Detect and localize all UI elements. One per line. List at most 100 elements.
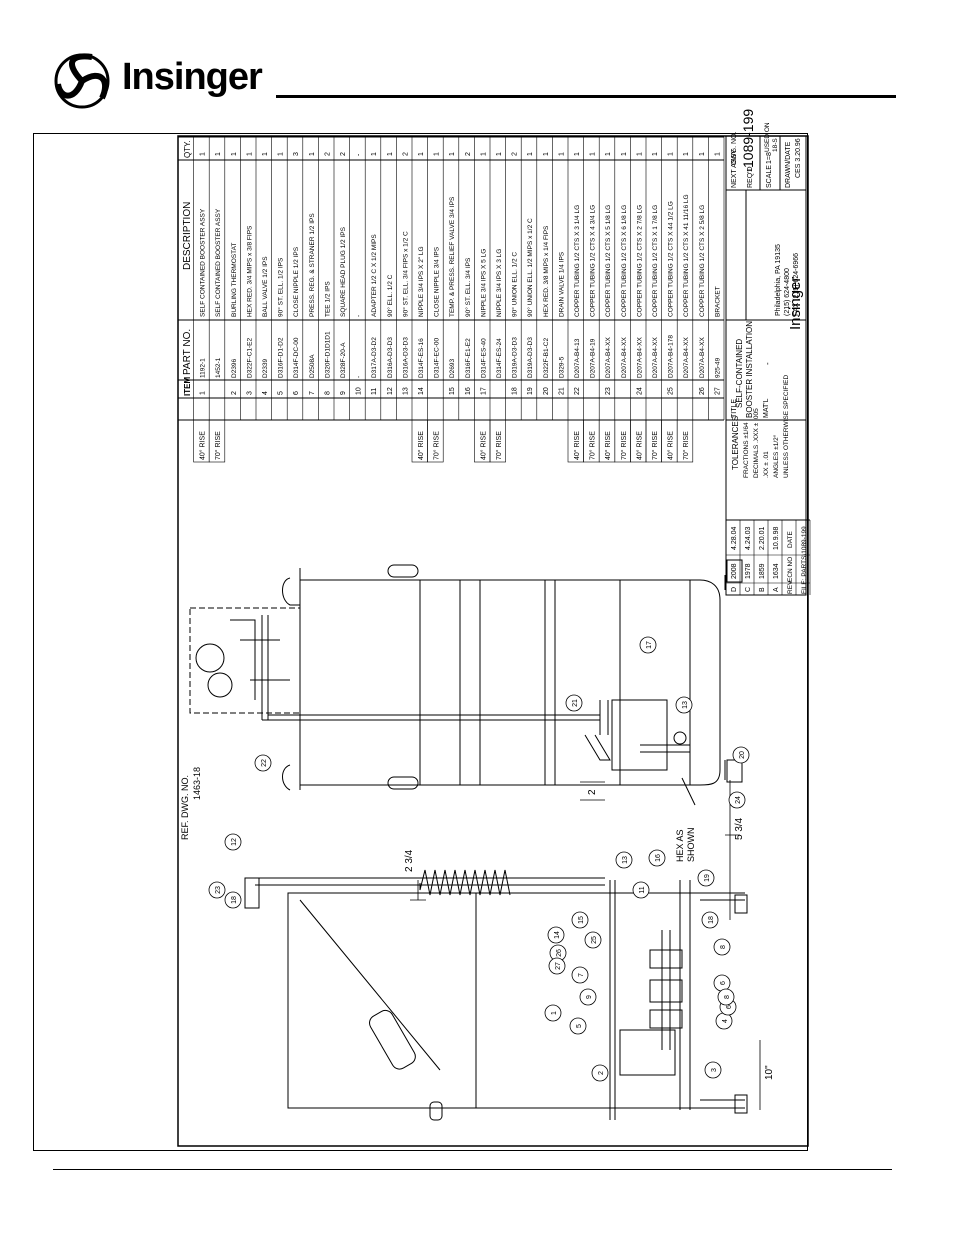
row-part-no: D314F-ES-24 bbox=[496, 338, 503, 378]
row-item: 21 bbox=[558, 387, 565, 395]
row-qty: 1 bbox=[668, 152, 675, 156]
row-description: NIPPLE 3/4 IPS X 3 LG bbox=[496, 249, 503, 317]
row-qty: 1 bbox=[200, 152, 207, 156]
dwg-no-label: DWG. NO. bbox=[731, 132, 738, 165]
row-part-no: D316F-D1-D2 bbox=[278, 337, 285, 378]
file-label: FILE: PARTS\1089-199 bbox=[801, 526, 808, 594]
row-description: DRAIN VALVE 1/4 IPS bbox=[558, 251, 565, 317]
reqd-value: 1 bbox=[747, 168, 754, 172]
row-part-no: D329-5 bbox=[558, 356, 565, 378]
rise-cell bbox=[676, 419, 694, 463]
row-part-no: D207A-B4-XX bbox=[605, 337, 612, 378]
callout-balloon bbox=[579, 988, 597, 1006]
row-part-no: D207A-B4-XX bbox=[636, 337, 643, 378]
col-header-description: DESCRIPTION bbox=[182, 202, 193, 270]
matl-value: - bbox=[763, 362, 772, 365]
row-qty: 1 bbox=[262, 152, 269, 156]
row-item: 25 bbox=[668, 387, 675, 395]
col-header-qty: QTY. bbox=[183, 140, 192, 158]
address-line: FAX (215) 624-6966 bbox=[793, 253, 800, 316]
callout-balloon bbox=[254, 754, 272, 772]
callout-number: 24 bbox=[735, 796, 742, 804]
row-item: 3 bbox=[246, 391, 253, 395]
row-qty: 1 bbox=[418, 152, 425, 156]
callout-number: 6 bbox=[726, 1005, 733, 1009]
row-qty: - bbox=[356, 153, 363, 156]
rise-label: 70° RISE bbox=[651, 431, 659, 460]
row-description: COPPER TUBING 1/2 CTS X 2 5/8 LG bbox=[699, 205, 706, 317]
callout-number: 17 bbox=[646, 641, 653, 649]
row-qty: 1 bbox=[574, 152, 581, 156]
address-line: Philadelphia, PA 19135 bbox=[775, 244, 782, 316]
footer-rule bbox=[53, 1169, 892, 1170]
row-part-no: D2396 bbox=[231, 358, 238, 378]
row-qty: 2 bbox=[340, 152, 347, 156]
callout-number: 23 bbox=[215, 886, 222, 894]
rev-ecn: 2008 bbox=[731, 563, 738, 579]
row-description: COPPER TUBING 1/2 CTS X 3 1/4 LG bbox=[574, 205, 581, 317]
rise-label: 40° RISE bbox=[635, 431, 643, 460]
callout-number: 22 bbox=[261, 759, 268, 767]
row-description: SQUARE HEAD PLUG 1/2 IPS bbox=[340, 226, 347, 317]
row-part-no: D316F-E1-E2 bbox=[465, 338, 472, 378]
callout-balloon bbox=[224, 833, 242, 851]
row-qty: 1 bbox=[449, 152, 456, 156]
row-part-no: D2339 bbox=[262, 358, 269, 378]
callout-number: 18 bbox=[231, 896, 238, 904]
row-qty: 1 bbox=[231, 152, 238, 156]
row-description: COPPER TUBING 1/2 CTS X 5 1/8 LG bbox=[605, 205, 612, 317]
callout-number: 9 bbox=[586, 995, 593, 999]
rise-label: 40° RISE bbox=[573, 431, 581, 460]
row-part-no: D317A-D3-D2 bbox=[371, 337, 378, 378]
callout-balloon bbox=[675, 696, 693, 714]
row-item: 13 bbox=[402, 387, 409, 395]
ref-dwg-label: REF. DWG. NO. bbox=[180, 775, 190, 840]
callout-balloon bbox=[208, 881, 226, 899]
row-part-no: D322F-C1-E2 bbox=[246, 338, 253, 378]
title-line-1: SELF-CONTAINED bbox=[735, 339, 744, 408]
dim-2-3-4: 2 3/4 bbox=[404, 849, 415, 872]
title-line-2: BOOSTER INSTALLATION bbox=[745, 321, 754, 418]
row-description: - bbox=[356, 315, 363, 317]
row-qty: 2 bbox=[402, 152, 409, 156]
dim-10: 10" bbox=[764, 1065, 775, 1080]
row-part-no: D320F-D1D1D1 bbox=[324, 331, 331, 378]
row-qty: 1 bbox=[527, 152, 534, 156]
row-qty: 1 bbox=[683, 152, 690, 156]
rise-cell bbox=[208, 419, 226, 463]
rev-ecn: 1634 bbox=[773, 563, 780, 579]
tolerance-line: UNLESS OTHERWISE SPECIFIED bbox=[783, 375, 790, 478]
used-on-value: 18-S bbox=[772, 138, 779, 152]
rev-ecn: 1978 bbox=[745, 563, 752, 579]
rise-label: 40° RISE bbox=[667, 431, 675, 460]
row-qty: 1 bbox=[309, 152, 316, 156]
row-description: SELF CONTAINED BOOSTER ASSY bbox=[200, 208, 207, 317]
callout-balloon bbox=[571, 966, 589, 984]
rise-label: 70° RISE bbox=[589, 431, 597, 460]
rev-letter: D bbox=[731, 587, 738, 592]
callout-balloon bbox=[569, 1017, 587, 1035]
row-part-no: D207A-B4-178 bbox=[668, 335, 675, 378]
row-qty: 1 bbox=[636, 152, 643, 156]
rise-label: 40° RISE bbox=[199, 431, 207, 460]
header-rule bbox=[276, 95, 896, 98]
row-part-no: D314F-ES-40 bbox=[480, 338, 487, 378]
row-item: 22 bbox=[574, 387, 581, 395]
rise-label: 70° RISE bbox=[214, 431, 222, 460]
next-assy-label: NEXT ASSY bbox=[731, 149, 738, 188]
row-description: SELF CONTAINED BOOSTER ASSY bbox=[215, 208, 222, 317]
row-part-no: D322F-B1-C2 bbox=[543, 338, 550, 378]
tolerance-line: DECIMALS .XXX ± .005 bbox=[753, 408, 760, 478]
callout-balloon bbox=[717, 988, 735, 1006]
row-qty: 1 bbox=[387, 152, 394, 156]
row-description: CLOSE NIPPLE 1/2 IPS bbox=[293, 246, 300, 317]
handle-top bbox=[387, 564, 419, 578]
row-part-no: - bbox=[356, 376, 363, 378]
callout-number: 5 bbox=[576, 1024, 583, 1028]
row-qty: 1 bbox=[714, 152, 721, 156]
rev-letter: A bbox=[773, 587, 780, 592]
row-item: 7 bbox=[309, 391, 316, 395]
callout-balloon bbox=[224, 891, 242, 909]
